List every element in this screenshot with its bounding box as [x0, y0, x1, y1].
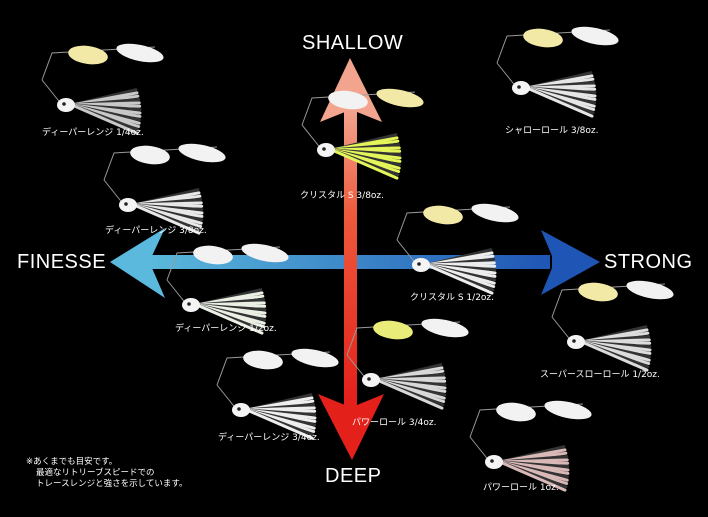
lure-wire — [41, 79, 63, 106]
lure-image — [396, 203, 519, 295]
arrow-up-head — [320, 58, 382, 122]
lure-image — [469, 400, 592, 492]
lure-wire — [469, 436, 491, 463]
blade-front — [68, 45, 108, 65]
lure-wire — [301, 124, 323, 151]
blade-front — [423, 205, 463, 225]
arrow-vertical-shaft — [344, 110, 357, 405]
lure-eye — [367, 377, 371, 381]
axis-label-shallow: SHALLOW — [302, 32, 404, 54]
lure-head — [317, 143, 335, 157]
lure-wire — [496, 62, 518, 89]
lure-head — [182, 298, 200, 312]
blade-front — [578, 282, 618, 302]
arrow-down-head — [318, 394, 384, 460]
blade-front — [496, 402, 536, 422]
lure-image — [166, 243, 289, 335]
lure-label: ディーパーレンジ 1/2oz. — [175, 324, 277, 334]
axis-label-deep: DEEP — [325, 465, 382, 487]
footnote-line: 最適なリトリーブスピードでの — [36, 468, 155, 478]
blade-rear — [116, 43, 164, 63]
footnote-line: ※あくまでも目安です。 — [26, 457, 118, 467]
blade-front — [243, 350, 283, 370]
lure-label: パワーロール 1oz. — [483, 483, 559, 493]
lure-image — [41, 43, 164, 135]
blade-rear — [178, 143, 226, 163]
lure-eye — [62, 102, 66, 106]
lure-head — [567, 335, 585, 349]
lure-wire — [166, 279, 188, 306]
footnote-line: トレースレンジと強さを示しています。 — [36, 479, 188, 489]
arrow-left-head — [110, 228, 165, 298]
footnote: ※あくまでも目安です。 最適なリトリーブスピードでの トレースレンジと強さを示し… — [26, 457, 187, 490]
lure-wire — [216, 384, 238, 411]
lure-label: クリスタル S 1/2oz. — [410, 293, 495, 303]
lure-label: ディーパーレンジ 1/4oz. — [42, 128, 144, 138]
lure-skirt — [375, 363, 447, 410]
axis-label-strong: STRONG — [604, 251, 693, 273]
blade-front — [130, 145, 170, 165]
blade-rear — [544, 400, 592, 420]
blade-front — [523, 28, 563, 48]
lure-eye — [517, 85, 521, 89]
lure-wire — [551, 316, 573, 343]
lure-image — [301, 88, 424, 180]
lure-image — [103, 143, 226, 235]
arrow-right-head — [541, 230, 600, 295]
blade-front — [373, 320, 413, 340]
lure-image — [346, 318, 469, 410]
blade-rear — [471, 203, 519, 223]
lure-head — [412, 258, 430, 272]
lure-image — [216, 348, 339, 440]
lure-skirt — [580, 325, 652, 372]
lure-label: スーパースローロール 1/2oz. — [540, 370, 660, 380]
lure-skirt — [525, 71, 597, 118]
blade-rear — [571, 26, 619, 46]
lure-skirt — [245, 393, 317, 440]
lure-eye — [572, 339, 576, 343]
lure-image — [496, 26, 619, 118]
lure-label: シャローロール 3/8oz. — [505, 126, 599, 136]
blade-front — [193, 245, 233, 265]
lure-label: パワーロール 3/4oz. — [352, 418, 437, 428]
lure-label: ディーパーレンジ 3/8oz. — [105, 226, 207, 236]
axis-label-finesse: FINESSE — [17, 251, 107, 273]
lure-skirt — [498, 445, 570, 492]
blade-rear — [626, 280, 674, 300]
lure-eye — [237, 407, 241, 411]
lure-skirt — [195, 288, 267, 335]
lure-eye — [124, 202, 128, 206]
blade-rear — [421, 318, 469, 338]
lure-wire — [103, 179, 125, 206]
blade-rear — [376, 88, 424, 108]
lure-wire — [396, 239, 418, 266]
lure-eye — [187, 302, 191, 306]
lure-head — [362, 373, 380, 387]
lure-head — [485, 455, 503, 469]
lure-wire — [346, 354, 368, 381]
lure-head — [57, 98, 75, 112]
lure-eye — [322, 147, 326, 151]
lure-head — [232, 403, 250, 417]
lure-skirt — [330, 133, 402, 180]
lure-label: クリスタル S 3/8oz. — [300, 191, 385, 201]
blade-rear — [291, 348, 339, 368]
lure-skirt — [132, 188, 204, 235]
blade-front — [328, 90, 368, 110]
lure-eye — [417, 262, 421, 266]
vertical-arrow — [318, 58, 384, 460]
lure-eye — [490, 459, 494, 463]
lure-head — [119, 198, 137, 212]
lure-head — [512, 81, 530, 95]
lure-skirt — [70, 88, 142, 135]
lure-label: ディーパーレンジ 3/4oz. — [218, 433, 320, 443]
lure-image — [551, 280, 674, 372]
lure-skirt — [425, 248, 497, 295]
blade-rear — [241, 243, 289, 263]
